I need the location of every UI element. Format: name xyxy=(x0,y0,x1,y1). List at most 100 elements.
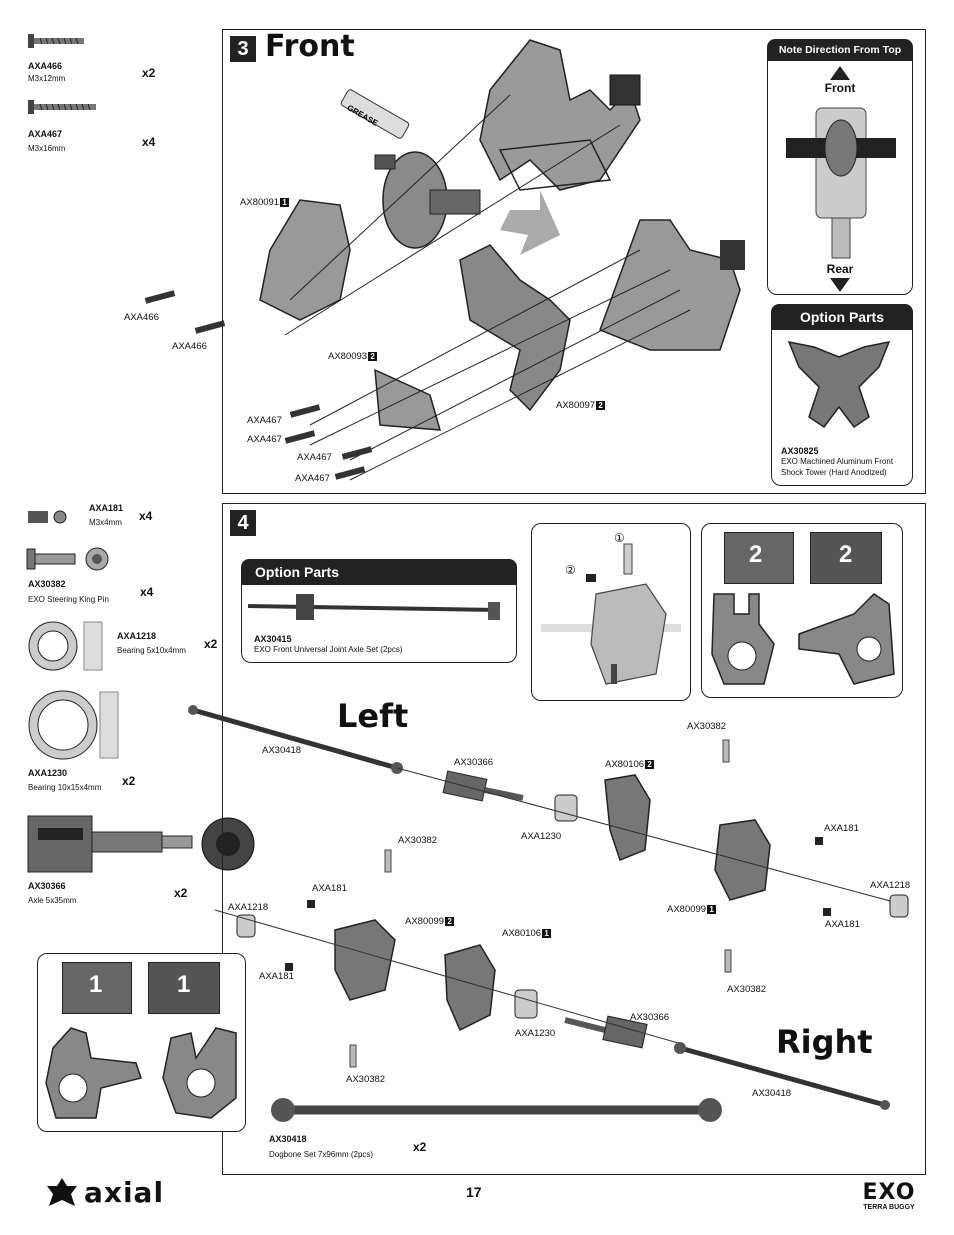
option-parts-header: Option Parts xyxy=(241,559,517,585)
part-qty: x4 xyxy=(142,135,156,149)
king-pin-icon xyxy=(26,547,109,571)
callout-axa467-a: AXA467 xyxy=(247,415,282,426)
kingpin-detail-box: ① ② xyxy=(531,523,691,701)
detail-inset-a: 1 xyxy=(62,962,132,1014)
right-side-label: Right xyxy=(776,1023,873,1061)
part-code: AXA1230 xyxy=(28,768,68,778)
callout-axa181-left: AXA181 xyxy=(259,971,294,982)
note-direction-panel: Note Direction From Top Front Rear xyxy=(767,39,913,295)
part-desc: Bearing 10x15x4mm xyxy=(28,783,102,792)
callout-axa181-mid: AXA181 xyxy=(312,883,347,894)
detail-number: 2 xyxy=(749,541,763,568)
product-name: EXO xyxy=(862,1180,916,1205)
detail-inset-a: 2 xyxy=(724,532,794,584)
rear-label: Rear xyxy=(826,262,854,276)
screw-m3x12-icon xyxy=(28,34,84,48)
option-parts-header: Option Parts xyxy=(771,304,913,330)
note-direction-header: Note Direction From Top xyxy=(767,39,913,61)
option-code: AX30825 xyxy=(781,446,819,456)
option-desc: EXO Front Universal Joint Axle Set (2pcs… xyxy=(254,645,403,654)
screw-m3x16-icon xyxy=(28,100,96,114)
callout-axa466-b: AXA466 xyxy=(172,341,207,352)
callout-axa1230-bot: AXA1230 xyxy=(515,1028,556,1039)
knuckle-2-detail-box: 2 2 xyxy=(701,523,903,698)
part-code: AXA466 xyxy=(28,61,63,71)
part-qty: x4 xyxy=(139,509,153,523)
product-subtitle: TERRA BUGGY xyxy=(863,1204,915,1211)
bearing-large-icon xyxy=(28,690,119,760)
part-code: AX30382 xyxy=(28,579,66,589)
step-3-box xyxy=(222,29,926,494)
part-code: AX30366 xyxy=(28,881,66,891)
part-qty: x2 xyxy=(204,637,218,651)
callout-axa467-d: AXA467 xyxy=(295,473,330,484)
part-desc: EXO Steering King Pin xyxy=(28,595,109,604)
left-side-label: Left xyxy=(337,697,409,735)
part-desc: M3x4mm xyxy=(89,518,122,527)
callout-axa467-c: AXA467 xyxy=(297,452,332,463)
option-desc: EXO Machined Aluminum Front Shock Tower … xyxy=(781,457,894,477)
part-qty: x4 xyxy=(140,585,154,599)
axle-icon xyxy=(27,815,255,873)
front-differential-exploded-illustration: GREASE xyxy=(144,39,745,481)
callout-axa1230-top: AXA1230 xyxy=(521,831,562,842)
option-code: AX30415 xyxy=(254,634,292,644)
option-parts-panel-step4: Option Parts AX30415 EXO Front Universal… xyxy=(241,559,517,663)
detail-number: 2 xyxy=(839,541,853,568)
part-desc: Bearing 5x10x4mm xyxy=(117,646,186,655)
callout-ax30382-mid: AX30382 xyxy=(398,835,438,846)
step-4-box xyxy=(222,503,926,1175)
circled-step-2: ② xyxy=(565,563,576,577)
front-label: Front xyxy=(824,81,856,95)
front-axle-exploded-illustration xyxy=(188,705,909,1122)
part-code: AXA467 xyxy=(28,129,63,139)
callout-ax30382-top: AX30382 xyxy=(687,721,727,732)
part-desc: M3x12mm xyxy=(28,74,66,83)
callout-ax30382-bot: AX30382 xyxy=(346,1074,386,1085)
down-arrow-icon xyxy=(830,278,850,292)
part-qty: x2 xyxy=(413,1140,427,1154)
callout-ax30418-top: AX30418 xyxy=(262,745,302,756)
callout-ax30366-bot: AX30366 xyxy=(630,1012,670,1023)
shock-tower-illustration xyxy=(787,340,891,429)
callout-ax30382-right: AX30382 xyxy=(727,984,767,995)
part-qty: x2 xyxy=(142,66,156,80)
callout-axa467-b: AXA467 xyxy=(247,434,282,445)
part-code: AX30418 xyxy=(269,1134,307,1144)
differential-top-view-illustration xyxy=(786,107,896,259)
part-desc: M3x16mm xyxy=(28,144,66,153)
knuckle-1-detail-box: 1 1 xyxy=(37,953,246,1132)
bearing-small-icon xyxy=(28,621,103,671)
callout-ax30366-top: AX30366 xyxy=(454,757,494,768)
part-qty: x2 xyxy=(174,886,188,900)
step-3-number: 3 xyxy=(230,36,256,62)
detail-number: 1 xyxy=(89,971,103,998)
part-code: AXA181 xyxy=(89,503,124,513)
part-code: AXA1218 xyxy=(117,631,157,641)
page-number: 17 xyxy=(466,1184,482,1200)
step-4-number: 4 xyxy=(230,510,256,536)
callout-axa181-top: AXA181 xyxy=(824,823,859,834)
detail-inset-b: 2 xyxy=(810,532,882,584)
up-arrow-icon xyxy=(830,66,850,80)
steering-knuckle-2-illustration xyxy=(711,593,895,685)
steering-knuckle-1-illustration xyxy=(45,1027,237,1119)
part-desc: Dogbone Set 7x96mm (2pcs) xyxy=(269,1150,374,1159)
detail-inset-b: 1 xyxy=(148,962,220,1014)
part-desc: Axle 5x35mm xyxy=(28,896,77,905)
universal-axle-illustration xyxy=(247,594,500,620)
detail-number: 1 xyxy=(177,971,191,998)
kingpin-assembly-illustration xyxy=(541,543,681,685)
option-parts-panel-step3: Option Parts AX30825 EXO Machined Alumin… xyxy=(771,304,913,486)
brand-name: axial xyxy=(84,1176,165,1209)
product-logo: EXO TERRA BUGGY xyxy=(854,1182,924,1212)
part-qty: x2 xyxy=(122,774,136,788)
axial-logo-icon xyxy=(47,1178,77,1206)
